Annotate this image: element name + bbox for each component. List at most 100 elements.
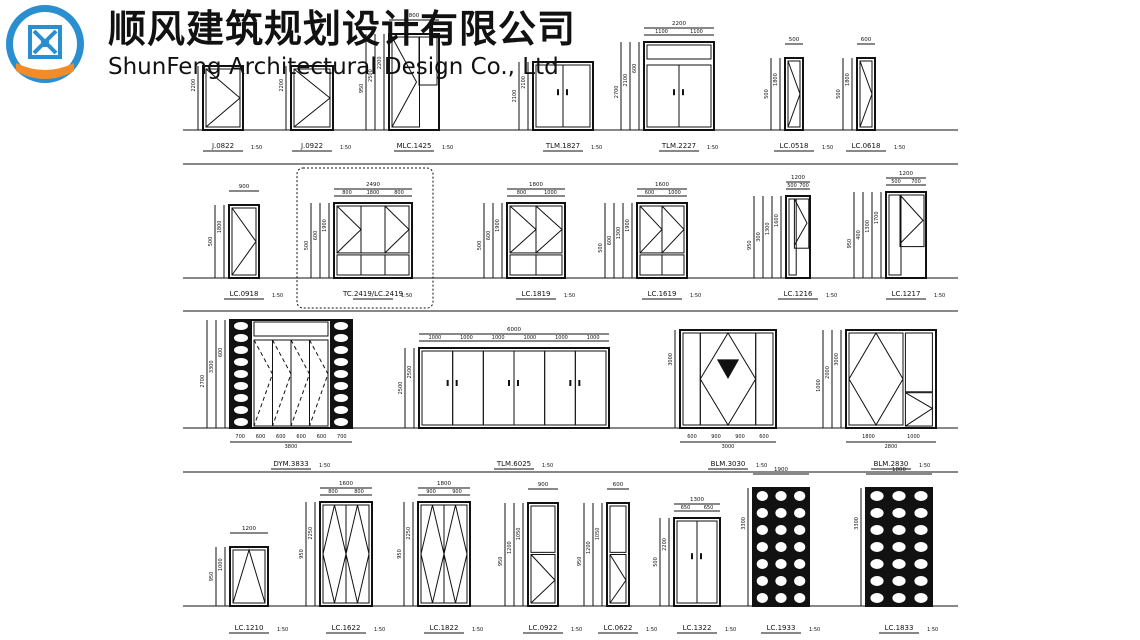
scale-label: 1:50 [277, 627, 288, 633]
dimension-text: 1600 [655, 182, 669, 188]
ornament-motif [914, 559, 928, 569]
door-leaf [676, 520, 698, 604]
lower-sash [509, 254, 537, 276]
dimension-text: 800 [409, 13, 420, 19]
opening-frame [527, 502, 559, 607]
company-logo [6, 5, 84, 83]
sash-swing-line [336, 205, 362, 254]
sash-swing-line [859, 60, 873, 128]
dimension-text: 950 [359, 84, 365, 94]
dimension-text: 600 [632, 64, 638, 74]
dimension-text: 800 [517, 190, 527, 196]
scale-label: 1:50 [442, 145, 453, 151]
opening-frame [643, 41, 715, 131]
dimension-text: 1800 [217, 221, 223, 234]
opening-code-label: LC.1819 [522, 290, 551, 298]
dimension-text: 600 [486, 231, 492, 241]
transom-panel [253, 321, 329, 337]
dimension-text: 950 [209, 572, 215, 582]
side-window [904, 392, 933, 427]
sash-swing-line [232, 548, 266, 604]
sash-frame [859, 60, 873, 128]
sash-frame [899, 194, 925, 248]
door-leaf [309, 339, 329, 427]
opening-code-label: LC.1622 [332, 624, 361, 632]
dimension-text: 2200 [377, 56, 383, 69]
ornament-motif [756, 593, 768, 603]
door-leaf [562, 64, 591, 128]
ornament-motif [334, 394, 348, 402]
dimension-text: 1800 [773, 73, 779, 86]
ornament-motif [334, 382, 348, 390]
sash-swing-line [899, 194, 924, 244]
door-leaf [678, 64, 712, 128]
dimension-text: 950 [498, 557, 504, 567]
dimension-text: 950 [577, 557, 583, 567]
opening-code-label: J.0922 [300, 142, 323, 150]
dimension-text: 2490 [366, 182, 380, 188]
opening-frame [319, 501, 373, 607]
sash-frame [787, 60, 801, 128]
dimension-text: 700 [799, 183, 809, 189]
ornament-motif [234, 406, 248, 414]
sash-swing-line [231, 207, 257, 276]
door-leaf [544, 350, 576, 426]
ornament-motif [756, 491, 768, 501]
dimension-text: 2200 [662, 538, 668, 551]
dimension-text: 600 [313, 231, 319, 241]
revision-cloud [296, 167, 434, 309]
dimension-text: 900 [711, 434, 721, 440]
lower-sash [639, 254, 663, 276]
dimension-text: 2500 [368, 69, 374, 82]
opening-code-label: LC.0622 [604, 624, 633, 632]
dimension-text: 2500 [407, 366, 413, 379]
dimension-text: 1100 [690, 29, 703, 35]
ornament-motif [334, 406, 348, 414]
ornament-motif [914, 525, 928, 535]
dimension-text: 800 [328, 489, 338, 495]
ornament-motif [870, 525, 884, 535]
sash-swing-line [290, 339, 311, 427]
opening-frame [418, 347, 610, 429]
dimension-text: 1200 [899, 171, 913, 177]
dimension-text: 2250 [406, 527, 412, 540]
ornament-motif [234, 322, 248, 330]
ornament-motif [870, 542, 884, 552]
diamond-glazing [345, 504, 370, 604]
lower-sash [530, 554, 556, 604]
opening-frame [845, 329, 937, 429]
sash-swing-line [509, 205, 537, 254]
sash-swing-line [272, 339, 292, 427]
dimension-text: 3000 [668, 353, 674, 366]
dimension-text: 500 [208, 237, 214, 247]
ornament-motif [756, 559, 768, 569]
ornament-motif [756, 542, 768, 552]
dimension-text: 1300 [865, 220, 871, 233]
scale-label: 1:50 [690, 293, 701, 299]
sash-swing-line [384, 205, 410, 254]
dimension-text: 650 [681, 505, 691, 511]
dimension-text: 2250 [308, 527, 314, 540]
door-leaf [345, 504, 370, 604]
door-leaf [443, 504, 468, 604]
door-leaf [290, 339, 310, 427]
door-leaf [535, 64, 564, 128]
ornament-motif [334, 418, 348, 426]
dimension-text: 1000 [587, 335, 600, 341]
dimension-text: 500 [789, 37, 800, 43]
dimension-text: 1000 [523, 335, 536, 341]
opening-frame [333, 202, 413, 279]
sash-frame [293, 68, 331, 128]
dimension-text: 600 [317, 434, 327, 440]
dimension-text: 650 [704, 505, 714, 511]
door-leaf [452, 350, 484, 426]
lower-sash [360, 254, 386, 276]
opening-frame [856, 57, 876, 131]
sash-swing-line [530, 554, 556, 604]
